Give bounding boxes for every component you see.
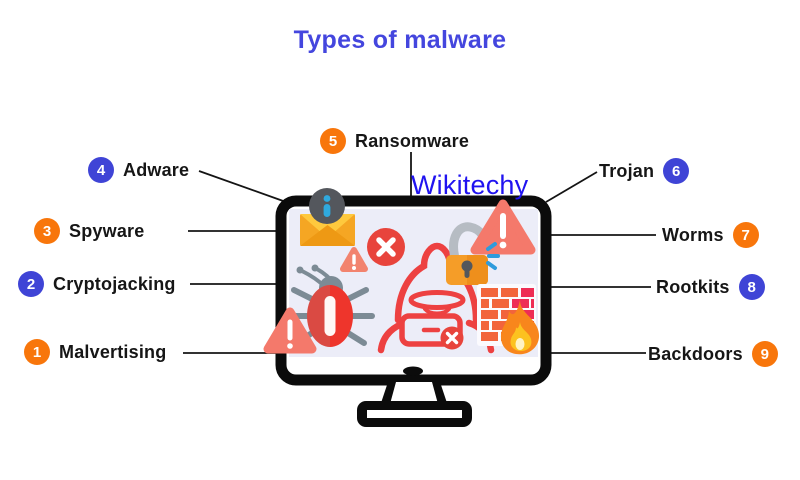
badge-1: 1 — [24, 339, 50, 365]
error-x-icon — [367, 228, 405, 266]
monitor-button — [403, 366, 423, 376]
label-spyware: 3 Spyware — [34, 218, 144, 244]
badge-7: 7 — [732, 222, 759, 248]
alert-triangle-large-icon — [470, 199, 536, 255]
badge-9: 9 — [751, 341, 778, 367]
page-title: Types of malware — [293, 26, 507, 54]
click-dashes-icon — [486, 242, 500, 270]
badge-2: 2 — [18, 271, 44, 297]
label-worms-text: Worms — [662, 224, 724, 245]
warning-triangle-small-icon — [340, 247, 368, 272]
label-backdoors-text: Backdoors — [648, 343, 743, 364]
alert-triangle-left-icon — [263, 307, 317, 354]
connector-adware — [198, 170, 287, 203]
label-malvertising-text: Malvertising — [59, 341, 167, 362]
label-spyware-text: Spyware — [69, 220, 145, 241]
label-adware: 4 Adware — [88, 157, 189, 183]
bug-malware-icon — [285, 264, 375, 347]
badge-3: 3 — [34, 218, 60, 244]
label-adware-text: Adware — [123, 159, 190, 180]
badge-6: 6 — [663, 158, 690, 184]
badge-5: 5 — [320, 128, 346, 154]
connector-lines — [183, 152, 656, 354]
label-ransomware-text: Ransomware — [355, 130, 470, 151]
label-rootkits: Rootkits 8 — [656, 274, 765, 300]
label-worms: Worms 7 — [662, 222, 759, 248]
info-icon — [309, 188, 345, 224]
watermark-text: Wikitechy — [411, 170, 529, 200]
label-rootkits-text: Rootkits — [656, 276, 730, 297]
hacker-icon — [377, 242, 495, 354]
badge-8: 8 — [738, 274, 765, 300]
label-cryptojacking: 2 Cryptojacking — [18, 271, 176, 297]
fire-icon — [500, 300, 540, 355]
label-cryptojacking-text: Cryptojacking — [53, 273, 176, 294]
label-backdoors: Backdoors 9 — [648, 341, 778, 367]
email-envelope-icon — [300, 214, 355, 246]
connector-trojan — [545, 171, 598, 203]
label-trojan-text: Trojan — [599, 160, 655, 181]
badge-4: 4 — [88, 157, 114, 183]
label-ransomware: 5 Ransomware — [320, 128, 469, 154]
label-malvertising: 1 Malvertising — [24, 339, 166, 365]
label-trojan: Trojan 6 — [599, 158, 690, 184]
